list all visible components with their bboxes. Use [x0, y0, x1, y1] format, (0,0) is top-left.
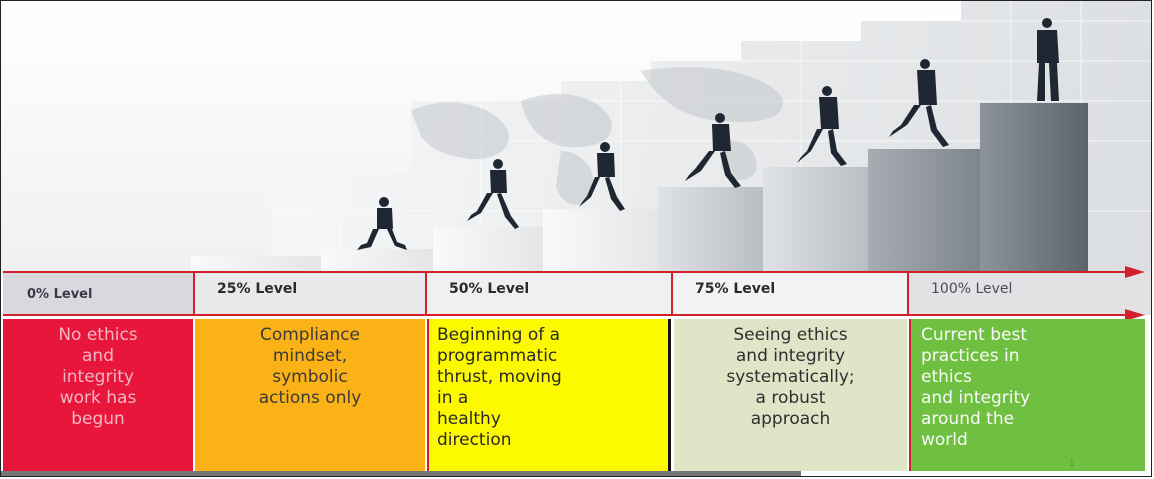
- arrow-heads: [1125, 266, 1145, 321]
- desc-50-text: Beginning of a programmatic thrust, movi…: [437, 325, 562, 450]
- level-25: 25% Level: [193, 271, 425, 315]
- level-0-label: 0% Level: [27, 287, 93, 302]
- desc-50: Beginning of a programmatic thrust, movi…: [427, 319, 671, 471]
- staircase-illustration: [1, 1, 1151, 273]
- desc-100-text: Current best practices in ethics and int…: [921, 325, 1031, 450]
- desc-0: No ethics and integrity work has begun: [3, 319, 193, 471]
- desc-0-text: No ethics and integrity work has begun: [58, 325, 138, 429]
- level-100: 100% Level: [907, 271, 1151, 315]
- level-25-label: 25% Level: [217, 281, 298, 297]
- level-100-label: 100% Level: [931, 281, 1013, 297]
- divider-25: [193, 271, 195, 315]
- top-rule: [3, 271, 1131, 273]
- page-number: 1: [1069, 459, 1075, 469]
- level-strip: 0% Level 25% Level 50% Level 75% Level 1…: [1, 271, 1151, 315]
- desc-75-text: Seeing ethics and integrity systematical…: [726, 325, 855, 429]
- level-50: 50% Level: [425, 271, 671, 315]
- bottom-rule: [3, 314, 1131, 316]
- bottom-shadow: [1, 471, 801, 476]
- divider-50: [425, 271, 427, 315]
- level-0: 0% Level: [3, 271, 193, 315]
- desc-100: Current best practices in ethics and int…: [909, 319, 1145, 471]
- level-50-label: 50% Level: [449, 281, 530, 297]
- level-75-label: 75% Level: [695, 281, 776, 297]
- divider-100: [907, 271, 909, 315]
- desc-25-text: Compliance mindset, symbolic actions onl…: [258, 325, 362, 408]
- desc-75: Seeing ethics and integrity systematical…: [674, 319, 907, 471]
- divider-75: [671, 271, 673, 315]
- bottom-arrow-icon: [1125, 309, 1145, 321]
- level-75: 75% Level: [671, 271, 907, 315]
- desc-25: Compliance mindset, symbolic actions onl…: [195, 319, 425, 471]
- top-arrow-icon: [1125, 266, 1145, 278]
